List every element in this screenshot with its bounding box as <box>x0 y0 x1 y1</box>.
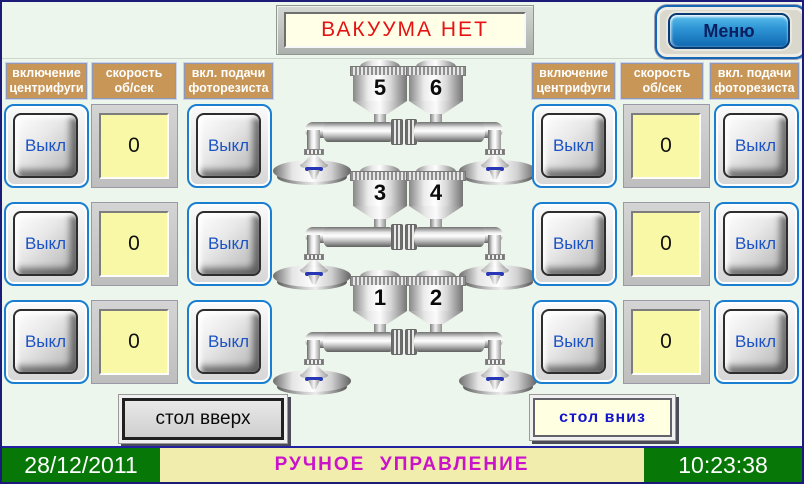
speed-display-frame: 0 <box>91 300 178 384</box>
vessel-number: 3 <box>373 180 387 205</box>
resist-feed-button-frame: Выкл <box>187 300 272 384</box>
speed-value-field[interactable]: 0 <box>631 309 701 375</box>
vessel-number: 1 <box>373 285 387 310</box>
resist-feed-toggle-button[interactable]: Выкл <box>723 309 788 374</box>
vessel-cap-icon <box>416 165 456 174</box>
centrifuge-toggle-button[interactable]: Выкл <box>13 113 78 178</box>
resist-feed-toggle-button[interactable]: Выкл <box>196 211 261 276</box>
column-header-resist-right: вкл. подачи фоторезиста <box>710 63 799 99</box>
pipe-coupling-icon <box>391 119 403 145</box>
column-header-speed-right: скорость об/сек <box>621 63 703 99</box>
resist-vessel: 2 <box>406 270 466 334</box>
vessel-number: 4 <box>429 180 443 205</box>
speed-display-frame: 0 <box>623 202 710 286</box>
pipe-elbow-icon <box>307 235 320 257</box>
centrifuge-button-frame: Выкл <box>4 300 89 384</box>
time-display: 10:23:38 <box>644 448 802 482</box>
resist-feed-button-frame: Выкл <box>187 104 272 188</box>
resist-vessel: 3 <box>350 165 410 229</box>
resist-feed-toggle-button[interactable]: Выкл <box>196 113 261 178</box>
resist-feed-button-frame: Выкл <box>187 202 272 286</box>
centrifuge-toggle-button[interactable]: Выкл <box>13 211 78 276</box>
column-header-centrifuge-right: включение центрифуги <box>532 63 615 99</box>
table-down-button[interactable]: стол вниз <box>529 394 676 441</box>
pipe-elbow-icon <box>488 235 501 257</box>
vessel-number: 2 <box>429 285 443 310</box>
centrifuge-toggle-button[interactable]: Выкл <box>541 211 606 276</box>
filter-pipe-icon <box>414 227 485 247</box>
centrifuge-button-frame: Выкл <box>532 300 617 384</box>
vessel-number: 6 <box>429 75 443 100</box>
column-header-speed-left: скорость об/сек <box>92 63 176 99</box>
resist-feed-button-frame: Выкл <box>714 104 799 188</box>
speed-display-frame: 0 <box>623 300 710 384</box>
table-up-button[interactable]: стол вверх <box>118 394 288 444</box>
filter-pipe-icon <box>323 332 394 352</box>
resist-vessel: 4 <box>406 165 466 229</box>
header-divider <box>2 58 802 59</box>
centrifuge-button-frame: Выкл <box>532 202 617 286</box>
pipe-elbow-icon <box>488 340 501 362</box>
speed-display-frame: 0 <box>623 104 710 188</box>
centrifuge-toggle-button[interactable]: Выкл <box>541 113 606 178</box>
speed-value-field[interactable]: 0 <box>99 309 169 375</box>
vessel-number: 5 <box>373 75 387 100</box>
speed-value-field[interactable]: 0 <box>99 211 169 277</box>
column-header-resist-left: вкл. подачи фоторезиста <box>184 63 273 99</box>
vacuum-alarm-text: ВАКУУМА НЕТ <box>284 12 526 48</box>
centrifuge-toggle-button[interactable]: Выкл <box>541 309 606 374</box>
date-display: 28/12/2011 <box>2 448 160 482</box>
menu-button-frame: Меню <box>655 5 802 59</box>
pipe-elbow-icon <box>307 340 320 362</box>
centrifuge-button-frame: Выкл <box>4 202 89 286</box>
resist-vessel: 1 <box>350 270 410 334</box>
centrifuge-button-frame: Выкл <box>532 104 617 188</box>
vessel-cap-icon <box>360 165 400 174</box>
vessel-cap-icon <box>416 60 456 69</box>
resist-feed-toggle-button[interactable]: Выкл <box>196 309 261 374</box>
pipe-coupling-icon <box>391 224 403 250</box>
column-header-centrifuge-left: включение центрифуги <box>6 63 87 99</box>
centrifuge-toggle-button[interactable]: Выкл <box>13 309 78 374</box>
speed-display-frame: 0 <box>91 202 178 286</box>
pipe-coupling-icon <box>391 329 403 355</box>
speed-value-field[interactable]: 0 <box>631 113 701 179</box>
pipe-elbow-icon <box>488 130 501 152</box>
status-bar: 28/12/2011 РУЧНОЕ УПРАВЛЕНИЕ 10:23:38 <box>2 446 802 482</box>
filter-pipe-icon <box>323 227 394 247</box>
resist-vessel: 5 <box>350 60 410 124</box>
resist-feed-button-frame: Выкл <box>714 300 799 384</box>
speed-display-frame: 0 <box>91 104 178 188</box>
mode-label: РУЧНОЕ УПРАВЛЕНИЕ <box>274 454 530 475</box>
resist-feed-toggle-button[interactable]: Выкл <box>723 113 788 178</box>
vacuum-alarm-panel: ВАКУУМА НЕТ <box>276 5 534 55</box>
filter-pipe-icon <box>323 122 394 142</box>
resist-vessel: 6 <box>406 60 466 124</box>
pipe-elbow-icon <box>307 130 320 152</box>
vessel-cap-icon <box>416 270 456 279</box>
resist-feed-toggle-button[interactable]: Выкл <box>723 211 788 276</box>
vessel-cap-icon <box>360 60 400 69</box>
vessel-cap-icon <box>360 270 400 279</box>
speed-value-field[interactable]: 0 <box>631 211 701 277</box>
speed-value-field[interactable]: 0 <box>99 113 169 179</box>
centrifuge-button-frame: Выкл <box>4 104 89 188</box>
filter-pipe-icon <box>414 122 485 142</box>
menu-button[interactable]: Меню <box>668 13 790 49</box>
filter-pipe-icon <box>414 332 485 352</box>
resist-feed-button-frame: Выкл <box>714 202 799 286</box>
